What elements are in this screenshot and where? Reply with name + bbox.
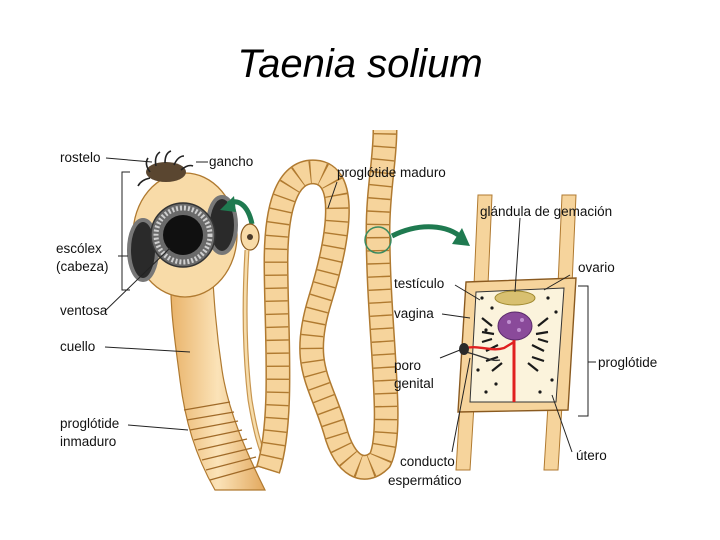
testis-dots — [476, 294, 558, 394]
strobila-segments — [257, 129, 398, 479]
leader-lines — [104, 157, 596, 453]
gemation-gland — [494, 290, 536, 306]
label-gancho: gancho — [209, 154, 253, 169]
genital-ducts — [465, 340, 515, 351]
genital-pore — [459, 343, 469, 355]
label-testiculo: testículo — [394, 276, 444, 291]
label-proglotide-inmaduro-2: inmaduro — [60, 434, 116, 449]
uterus-branches — [481, 317, 549, 372]
label-cabeza: (cabeza) — [56, 259, 109, 274]
proglottid-detail — [455, 194, 577, 471]
slide-title: Taenia solium — [237, 42, 483, 86]
rostellum — [146, 162, 186, 182]
ovary — [497, 311, 533, 341]
label-glandula-gemacion: glándula de gemación — [480, 204, 612, 219]
label-ventosa: ventosa — [60, 303, 108, 318]
label-espermatico: espermático — [388, 473, 462, 488]
label-conducto: conducto — [400, 454, 455, 469]
label-rostelo: rostelo — [60, 150, 101, 165]
label-vagina: vagina — [394, 306, 434, 321]
label-escolex: escólex — [56, 241, 102, 256]
immature-segments — [183, 401, 261, 481]
label-utero: útero — [576, 448, 607, 463]
label-cuello: cuello — [60, 339, 95, 354]
label-poro: poro — [394, 358, 421, 373]
label-proglotide: proglótide — [598, 355, 657, 370]
label-proglotide-maduro: proglótide maduro — [337, 165, 446, 180]
label-proglotide-inmaduro-1: proglótide — [60, 416, 119, 431]
label-ovario: ovario — [578, 260, 615, 275]
hooks — [137, 150, 194, 187]
neck-shape — [170, 259, 266, 491]
arrow-to-proglottid — [390, 224, 464, 240]
label-genital: genital — [394, 376, 434, 391]
